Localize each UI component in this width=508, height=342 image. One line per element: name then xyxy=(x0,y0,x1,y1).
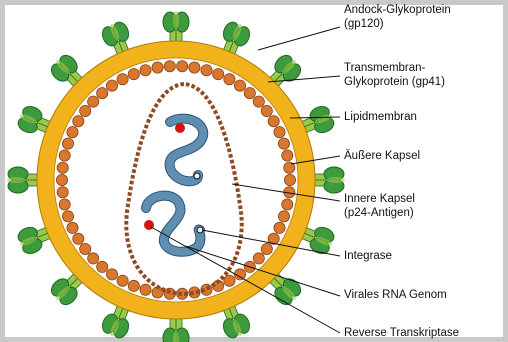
matrix-bead xyxy=(106,269,117,280)
matrix-bead xyxy=(140,284,151,295)
matrix-bead xyxy=(274,127,285,138)
matrix-bead xyxy=(164,61,175,72)
matrix-bead xyxy=(117,74,128,85)
matrix-bead xyxy=(59,199,70,210)
matrix-bead xyxy=(88,253,99,264)
label-gp120: Andock-Glykoprotein (gp120) xyxy=(344,3,451,31)
label-gp41-line2: Glykoprotein (gp41) xyxy=(344,75,445,89)
label-inner-capsid-line2: (p24-Antigen) xyxy=(344,206,415,220)
matrix-bead xyxy=(73,233,84,244)
matrix-bead xyxy=(261,105,272,116)
matrix-bead xyxy=(62,211,73,222)
reverse-transcriptase-dot-upper xyxy=(175,123,185,133)
matrix-bead xyxy=(282,150,293,161)
matrix-bead xyxy=(234,80,245,91)
matrix-bead xyxy=(97,88,108,99)
matrix-bead xyxy=(59,150,70,161)
matrix-bead xyxy=(88,96,99,107)
matrix-bead xyxy=(201,65,212,76)
matrix-bead xyxy=(73,116,84,127)
matrix-bead xyxy=(224,74,235,85)
gp120-knob-highlight xyxy=(7,177,25,183)
matrix-bead xyxy=(128,69,139,80)
matrix-bead xyxy=(106,80,117,91)
matrix-bead xyxy=(244,88,255,99)
matrix-bead xyxy=(57,162,68,173)
matrix-bead xyxy=(274,222,285,233)
matrix-bead xyxy=(261,243,272,254)
label-inner-capsid: Innere Kapsel (p24-Antigen) xyxy=(344,192,415,220)
matrix-bead xyxy=(67,222,78,233)
matrix-bead xyxy=(189,62,200,73)
matrix-bead xyxy=(213,69,224,80)
matrix-bead xyxy=(97,261,108,272)
matrix-bead xyxy=(67,127,78,138)
matrix-bead xyxy=(284,174,295,185)
matrix-bead xyxy=(177,61,188,72)
label-inner-capsid-line1: Innere Kapsel xyxy=(344,192,415,206)
integrase-dot-upper xyxy=(194,173,200,179)
matrix-bead xyxy=(224,275,235,286)
matrix-bead xyxy=(128,280,139,291)
matrix-bead xyxy=(152,62,163,73)
matrix-bead xyxy=(117,275,128,286)
gp120-knob-highlight xyxy=(173,11,179,29)
matrix-bead xyxy=(282,199,293,210)
label-integrase: Integrase xyxy=(344,249,392,263)
matrix-bead xyxy=(278,138,289,149)
label-gp120-line2: (gp120) xyxy=(344,17,451,31)
label-outer-capsid: Äußere Kapsel xyxy=(344,149,420,163)
label-gp41-line1: Transmembran- xyxy=(344,61,445,75)
label-gp41: Transmembran- Glykoprotein (gp41) xyxy=(344,61,445,89)
label-gp120-line1: Andock-Glykoprotein xyxy=(344,3,451,17)
gp120-knob-highlight xyxy=(327,177,345,183)
matrix-bead xyxy=(140,65,151,76)
reverse-transcriptase-dot-lower xyxy=(144,220,154,230)
matrix-bead xyxy=(253,253,264,264)
label-rt: Reverse Transkriptase xyxy=(344,326,459,340)
label-rna: Virales RNA Genom xyxy=(344,288,447,302)
matrix-bead xyxy=(268,116,279,127)
matrix-bead xyxy=(278,211,289,222)
matrix-bead xyxy=(62,138,73,149)
matrix-bead xyxy=(253,96,264,107)
matrix-bead xyxy=(56,174,67,185)
matrix-bead xyxy=(80,105,91,116)
matrix-bead xyxy=(80,243,91,254)
label-lipid: Lipidmembran xyxy=(344,110,417,124)
leader-gp120 xyxy=(258,27,340,50)
matrix-bead xyxy=(57,187,68,198)
